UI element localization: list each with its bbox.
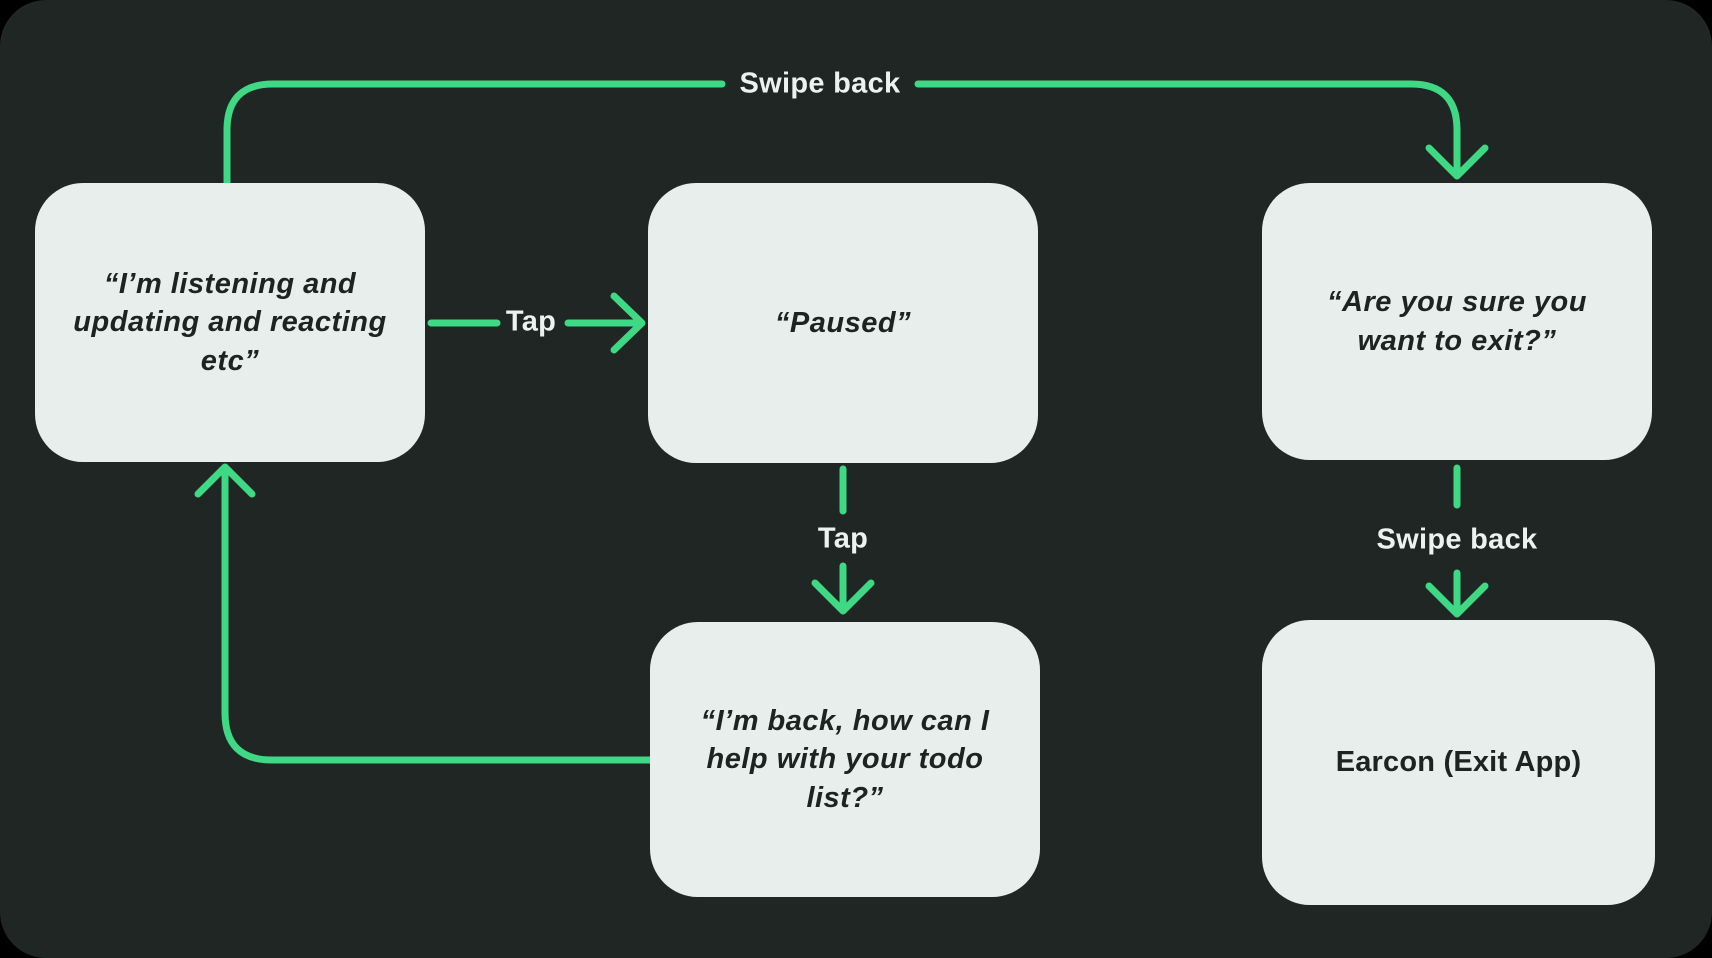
- node-exit-confirm: “Are you sure you want to exit?”: [1262, 183, 1652, 460]
- node-earcon-exit-app: Earcon (Exit App): [1262, 620, 1655, 905]
- edge-label-swipe-back-right: Swipe back: [1376, 523, 1538, 556]
- node-back-todo-text: “I’m back, how can I help with your todo…: [700, 705, 990, 814]
- node-listening-text: “I’m listening and updating and reacting…: [73, 268, 387, 377]
- edge-label-tap-horizontal: Tap: [505, 305, 557, 338]
- node-paused: “Paused”: [648, 183, 1038, 463]
- node-back-todo: “I’m back, how can I help with your todo…: [650, 622, 1040, 897]
- node-exit-confirm-text: “Are you sure you want to exit?”: [1327, 286, 1587, 357]
- node-listening: “I’m listening and updating and reacting…: [35, 183, 425, 462]
- edge-label-swipe-back-top: Swipe back: [739, 67, 901, 100]
- node-earcon-exit-app-text: Earcon (Exit App): [1335, 746, 1582, 779]
- edge-label-tap-vertical: Tap: [817, 522, 869, 555]
- node-paused-text: “Paused”: [774, 306, 912, 339]
